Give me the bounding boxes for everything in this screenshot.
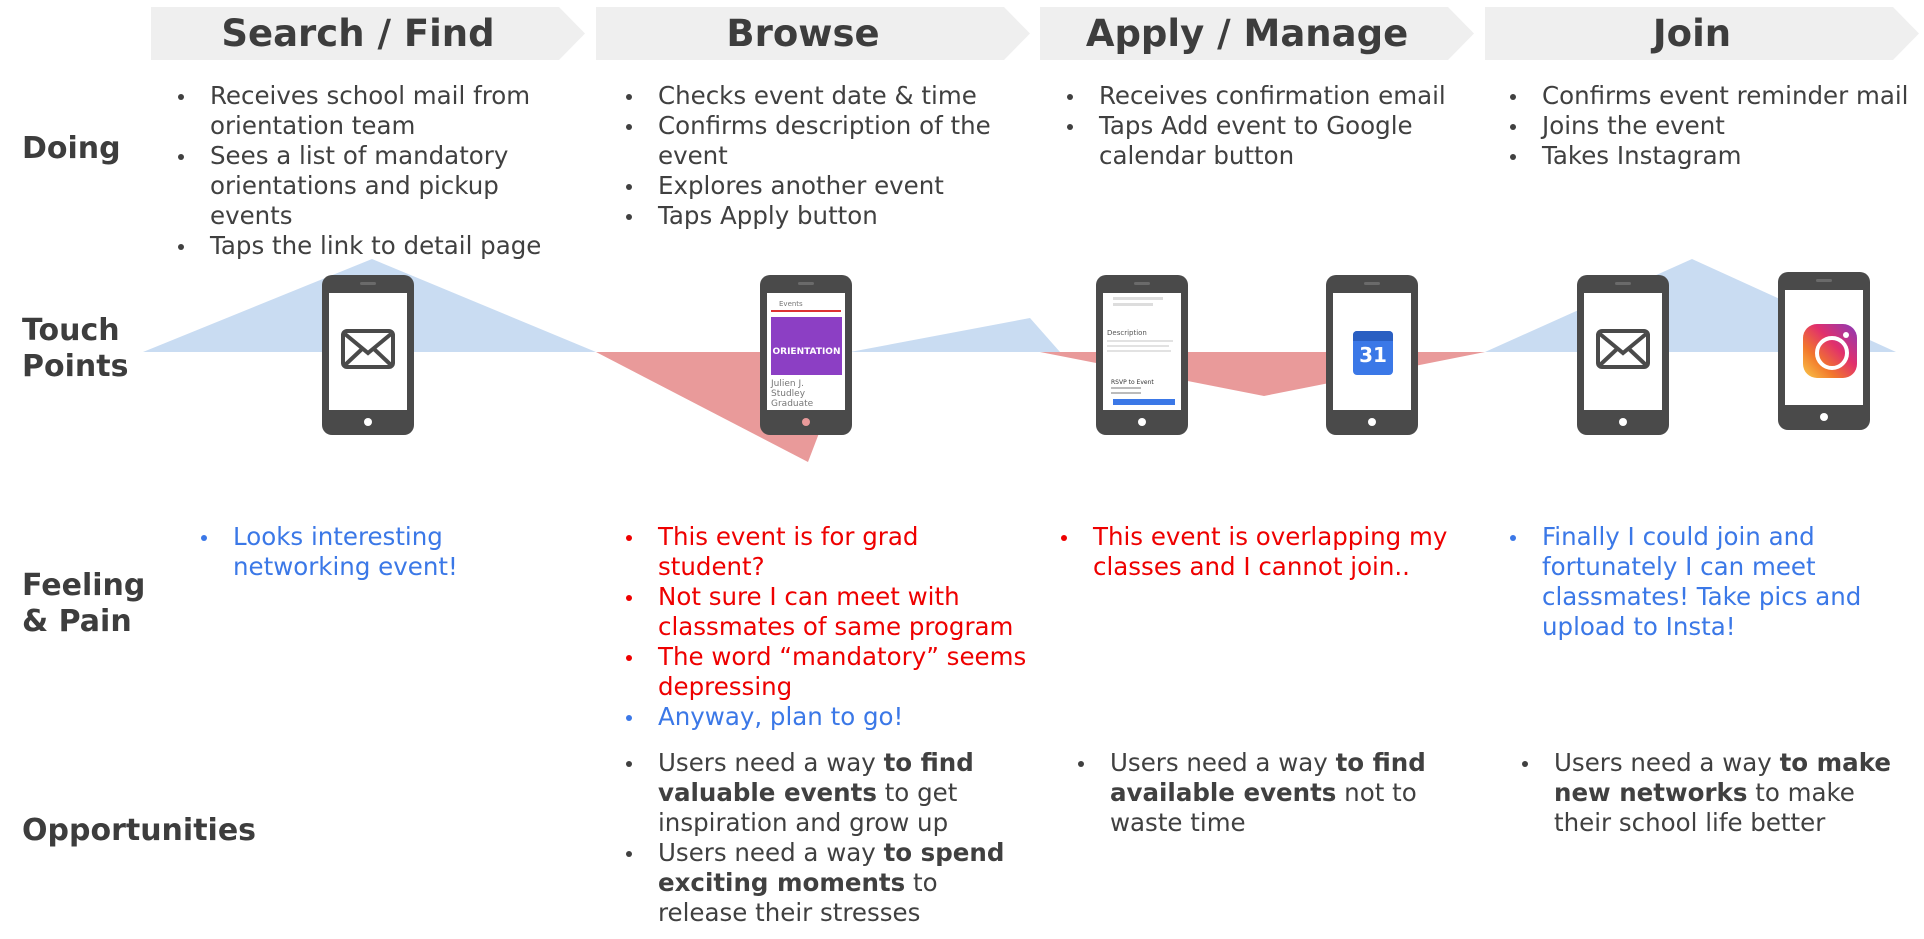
phone-search-mail [322, 275, 414, 435]
caption-line: Studley [771, 389, 806, 399]
phone-apply-rsvp: Description RSVP to Event [1096, 275, 1188, 435]
screen-header: Events [779, 300, 803, 308]
doing-list-search: Receives school mail from orientation te… [170, 81, 570, 261]
phone-join-mail [1577, 275, 1669, 435]
feeling-list-browse: This event is for grad student? Not sure… [618, 522, 1028, 732]
opportunity-list-apply: Users need a way to find available event… [1070, 748, 1450, 838]
list-item: Users need a way to make new networks to… [1514, 748, 1914, 838]
event-rsvp-screen: Description RSVP to Event [1103, 293, 1181, 410]
list-item: Taps Add event to Google calendar button [1059, 111, 1459, 171]
phone-apply-calendar: 31 [1326, 275, 1418, 435]
phone-browse-event: Events ORIENTATION Julien J. Studley Gra… [760, 275, 852, 435]
list-item: Confirms description of the event [618, 111, 1028, 171]
mail-icon [1596, 329, 1650, 369]
list-item: Not sure I can meet with classmates of s… [618, 582, 1028, 642]
stage-label: Join [1652, 12, 1732, 55]
list-item: Taps Apply button [618, 201, 1028, 231]
doing-list-join: Confirms event reminder mail Joins the e… [1502, 81, 1922, 171]
orientation-banner: ORIENTATION [772, 347, 841, 357]
screen-heading: Description [1107, 329, 1147, 337]
feeling-list-search: Looks interesting networking event! [193, 522, 583, 582]
feeling-list-join: Finally I could join and fortunately I c… [1502, 522, 1872, 642]
stage-browse: Browse [596, 7, 1030, 60]
list-item: Explores another event [618, 171, 1028, 201]
caption-line: Julien J. [771, 379, 804, 389]
list-item: Receives confirmation email [1059, 81, 1459, 111]
google-calendar-icon: 31 [1353, 331, 1393, 375]
stage-search-find: Search / Find [151, 7, 585, 60]
row-label-doing: Doing [22, 131, 121, 166]
doing-list-apply: Receives confirmation email Taps Add eve… [1059, 81, 1459, 171]
calendar-day: 31 [1359, 343, 1387, 367]
list-item: Taps the link to detail page [170, 231, 570, 261]
stage-label: Apply / Manage [1085, 12, 1409, 55]
doing-list-browse: Checks event date & time Confirms descri… [618, 81, 1028, 231]
opportunity-list-join: Users need a way to make new networks to… [1514, 748, 1914, 838]
list-item: Receives school mail from orientation te… [170, 81, 570, 141]
stage-apply-manage: Apply / Manage [1040, 7, 1474, 60]
list-item: This event is for grad student? [618, 522, 1028, 582]
list-item: Anyway, plan to go! [618, 702, 1028, 732]
row-label-feeling-pain: Feeling& Pain [22, 568, 146, 639]
mail-icon [341, 329, 395, 369]
list-item: Users need a way to find valuable events… [618, 748, 1028, 838]
list-item: Sees a list of mandatory orientations an… [170, 141, 570, 231]
row-label-opportunities: Opportunities [22, 813, 257, 848]
feeling-list-apply: This event is overlapping my classes and… [1053, 522, 1453, 582]
list-item: Users need a way to spend exciting momen… [618, 838, 1028, 928]
list-item: Finally I could join and fortunately I c… [1502, 522, 1872, 642]
list-item: Users need a way to find available event… [1070, 748, 1450, 838]
stage-label: Browse [726, 12, 880, 55]
emotion-area-browse-positive [850, 318, 1060, 352]
list-item: The word “mandatory” seems depressing [618, 642, 1028, 702]
event-detail-screen: Events ORIENTATION Julien J. Studley Gra… [767, 293, 845, 410]
stage-label: Search / Find [221, 12, 495, 55]
stage-join: Join [1485, 7, 1919, 60]
caption-line: Graduate [771, 399, 814, 409]
phone-join-instagram [1778, 272, 1870, 430]
opportunity-list-browse: Users need a way to find valuable events… [618, 748, 1028, 928]
list-item: Looks interesting networking event! [193, 522, 583, 582]
list-item: Joins the event [1502, 111, 1922, 141]
list-item: Confirms event reminder mail [1502, 81, 1922, 111]
rsvp-label: RSVP to Event [1111, 379, 1154, 386]
list-item: Checks event date & time [618, 81, 1028, 111]
list-item: This event is overlapping my classes and… [1053, 522, 1453, 582]
instagram-icon [1803, 324, 1857, 378]
list-item: Takes Instagram [1502, 141, 1922, 171]
